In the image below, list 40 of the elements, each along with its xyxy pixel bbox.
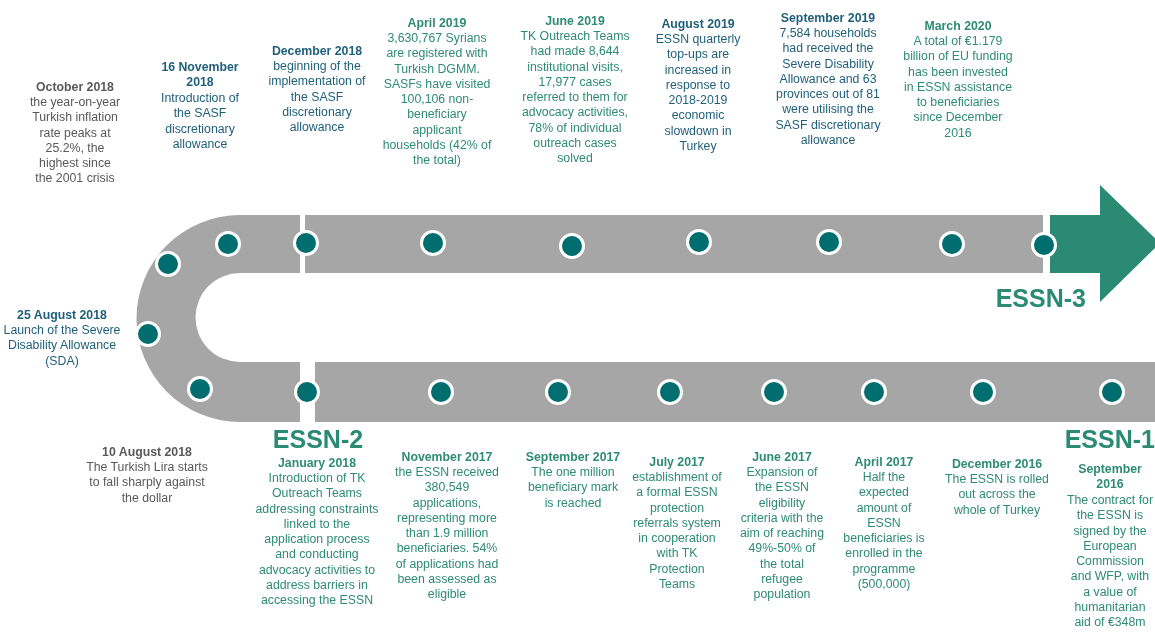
event-description: A total of €1.179 billion of EU funding has been invested in ESSN assistance to beneficiaries since December 2016 — [902, 34, 1014, 142]
event-date: November 2017 — [400, 450, 494, 466]
event-date: June 2017 — [751, 450, 813, 466]
event-date: September 2017 — [525, 450, 621, 466]
event-description: ESSN quarterly top-ups are increased in response to 2018-2019 economic slowdown in Turkey — [654, 32, 742, 155]
timeline-dot — [135, 321, 161, 347]
event-date: April 2019 — [406, 16, 468, 32]
event-description: Expansion of the ESSN eligibility criteria with the aim of reaching 49%-50% of the total refugee population — [739, 465, 825, 603]
event-description: 3,630,767 Syrians are registered with Turkish DGMM. SASFs have visited 100,106 non-beneficiary applicant households (42% of the total) — [381, 31, 493, 169]
event-description: 7,584 households had received the Severe Disability Allowance and 63 provinces out of 81 were utilising the SASF discretionary allowance — [774, 26, 882, 149]
event-date: March 2020 — [923, 19, 993, 35]
event-description: The one million beneficiary mark is reached — [526, 465, 620, 511]
event-description: The ESSN is rolled out across the whole of Turkey — [944, 472, 1050, 518]
event-description: The contract for the ESSN is signed by the European Commission and WFP, with a value of humanitarian aid of €348m — [1066, 493, 1154, 631]
event-date: December 2016 — [950, 457, 1044, 473]
event-date: September 2019 — [779, 11, 877, 27]
event-description: the year-on-year Turkish inflation rate peaks at 25.2%, the highest since the 2001 crisis — [29, 95, 121, 187]
event-date: April 2017 — [853, 455, 915, 471]
event-description: Launch of the Severe Disability Allowance (SDA) — [3, 323, 121, 369]
event-description: Introduction of TK Outreach Teams addressing constraints linked to the application process and conducting advocacy activities to address barriers in accessing the ESSN — [255, 471, 379, 609]
event-date: 10 August 2018 — [101, 445, 193, 461]
event-date: January 2018 — [277, 456, 357, 472]
event-description: The Turkish Lira starts to fall sharply against the dollar — [85, 460, 209, 506]
phase-label: ESSN-2 — [272, 425, 364, 454]
phase-label: ESSN-1 — [1064, 425, 1155, 454]
event-description: TK Outreach Teams had made 8,644 institutional visits, 17,977 cases referred to them for advocacy activities, 78% of individual outreach cases solved — [519, 29, 631, 167]
event-description: Half the expected amount of ESSN beneficiaries is enrolled in the programme (500,000) — [842, 470, 926, 593]
event-date: September 2016 — [1077, 462, 1143, 493]
event-date: 16 November 2018 — [160, 60, 240, 91]
event-date: August 2019 — [660, 17, 736, 33]
event-description: beginning of the implementation of the SASF discretionary allowance — [268, 59, 366, 136]
event-description: establishment of a formal ESSN protection referrals system in cooperation with TK Protection Teams — [631, 470, 723, 593]
event-date: June 2019 — [544, 14, 606, 30]
event-date: July 2017 — [648, 455, 706, 471]
event-date: October 2018 — [35, 80, 115, 96]
event-date: December 2018 — [270, 44, 364, 60]
event-description: Introduction of the SASF discretionary allowance — [160, 91, 240, 153]
event-description: the ESSN received 380,549 applications, representing more than 1.9 million beneficiaries. 54% of applications had been assessed as eligible — [394, 465, 500, 603]
phase-label: ESSN-3 — [995, 284, 1086, 313]
event-date: 25 August 2018 — [16, 308, 108, 324]
